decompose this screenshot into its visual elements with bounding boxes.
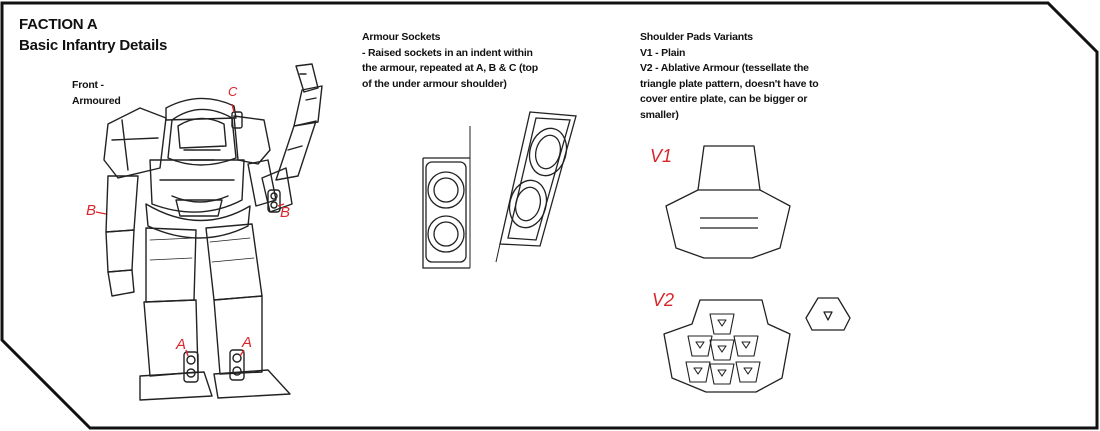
infantry-front-sketch [103, 63, 323, 401]
shoulder-pads-notes: Shoulder Pads Variants V1 - Plain V2 - A… [640, 31, 819, 121]
v1-tag: V1 [650, 146, 673, 166]
sockets-notes: Armour Sockets - Raised sockets in an in… [362, 31, 538, 90]
title-subject: Basic Infantry Details [19, 37, 168, 54]
marker-a-right: A [242, 334, 253, 351]
right-shoulder-sketch [233, 115, 271, 165]
v2-tag: V2 [652, 290, 675, 310]
left-arm-sketch [105, 175, 139, 233]
sheet-title: FACTION A Basic Infantry Details [19, 14, 167, 56]
marker-b-right: B [280, 204, 291, 221]
marker-b-left: B [86, 202, 97, 219]
marker-a-left: A [176, 336, 187, 353]
socket-detail-side [495, 111, 577, 263]
left-shoulder-pad-sketch [103, 107, 167, 179]
socket-detail-front [422, 126, 471, 269]
shoulder-pads-heading: Shoulder Pads Variants [640, 31, 753, 43]
shoulder-pad-v2-sketch [663, 299, 791, 393]
ablative-tile-detail [805, 297, 851, 331]
leg-socket-a2 [229, 349, 245, 381]
rifle-sketch [275, 63, 323, 181]
ablative-tiles [685, 313, 761, 385]
title-faction: FACTION A [19, 16, 98, 33]
waist-sketch [145, 203, 251, 239]
shoulder-pad-v1-sketch [665, 145, 791, 259]
front-view-label: Front - Armoured [72, 79, 121, 107]
torso-sketch [149, 159, 245, 213]
sockets-heading: Armour Sockets [362, 31, 441, 43]
helmet-sketch [165, 97, 237, 166]
marker-c: C [228, 84, 238, 99]
leg-socket-a1 [183, 351, 199, 383]
annotation-ticks [95, 103, 285, 357]
right-arm-sketch [247, 159, 277, 207]
